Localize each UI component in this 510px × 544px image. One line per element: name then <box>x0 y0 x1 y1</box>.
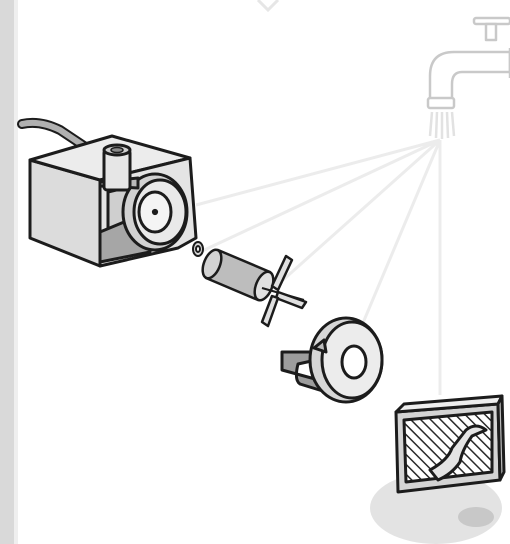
intake-grill-icon <box>396 396 504 492</box>
faucet-icon <box>428 18 510 108</box>
impeller-icon <box>199 247 306 326</box>
washer-icon <box>193 242 203 256</box>
pump-icon <box>30 136 196 266</box>
top-marker-icon <box>258 0 278 10</box>
floor-shadow-spot <box>458 507 494 527</box>
impeller-cover-icon <box>282 318 382 402</box>
faucet-water-icon <box>430 112 454 139</box>
